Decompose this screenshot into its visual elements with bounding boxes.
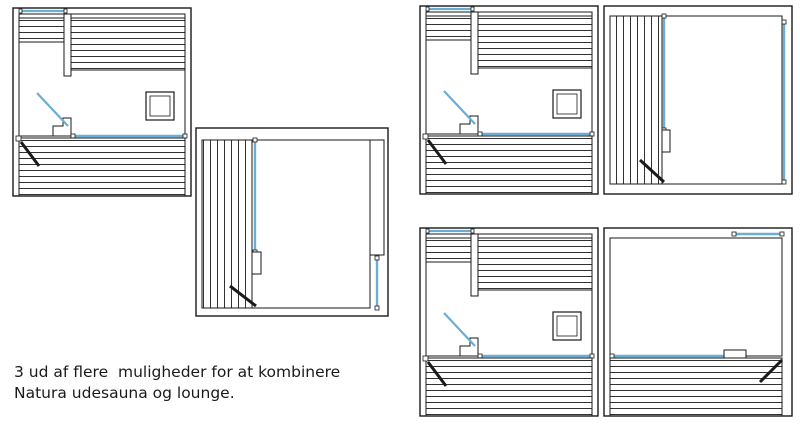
plan-offset-lounge [11, 6, 389, 317]
caption: 3 ud af flere muligheder for at kombiner… [14, 362, 394, 404]
plan-side-lounge [418, 4, 793, 196]
caption-line-2: Natura udesauna og lounge. [14, 384, 235, 402]
plan-extended-deck [418, 226, 793, 418]
caption-line-1: 3 ud af flere muligheder for at kombiner… [14, 363, 341, 381]
